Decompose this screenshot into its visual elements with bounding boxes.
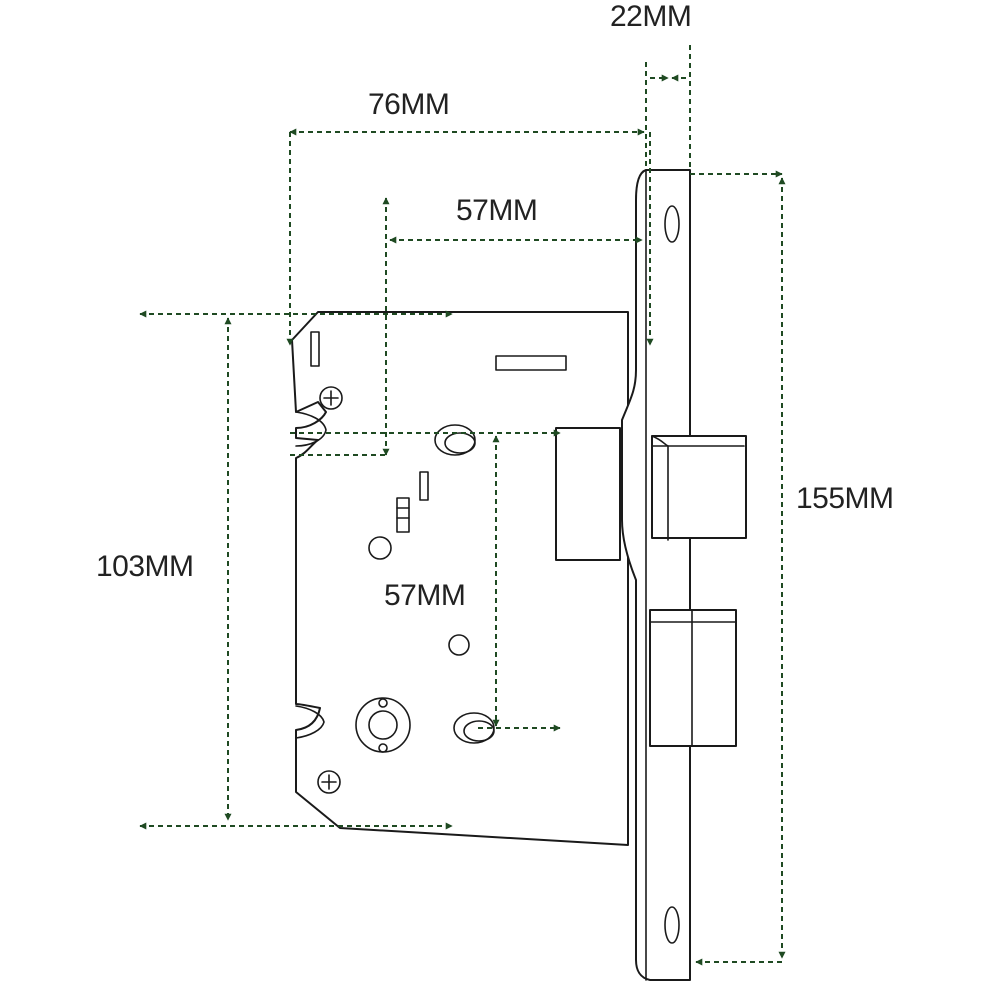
screw-top: [319, 386, 343, 410]
lock-case: [291, 311, 629, 846]
dim-22mm: [645, 45, 691, 170]
dim-103mm: [139, 310, 453, 830]
dim-57mm-top: [382, 197, 643, 456]
dim-76mm: [286, 128, 654, 346]
deadbolt: [649, 609, 737, 747]
cylinder-hole: [355, 697, 411, 753]
screw-bottom: [317, 770, 341, 794]
faceplate: [621, 169, 691, 981]
label-76mm: 76MM: [368, 88, 450, 121]
label-155mm: 155MM: [796, 482, 894, 515]
label-22mm: 22MM: [610, 0, 692, 33]
label-103mm: 103MM: [96, 550, 194, 583]
label-57mm-backset: 57MM: [456, 194, 538, 227]
dim-155mm: [690, 170, 786, 966]
latch-bolt: [651, 435, 747, 541]
label-57mm-centres: 57MM: [384, 579, 466, 612]
dim-57mm-centres: [290, 429, 561, 732]
